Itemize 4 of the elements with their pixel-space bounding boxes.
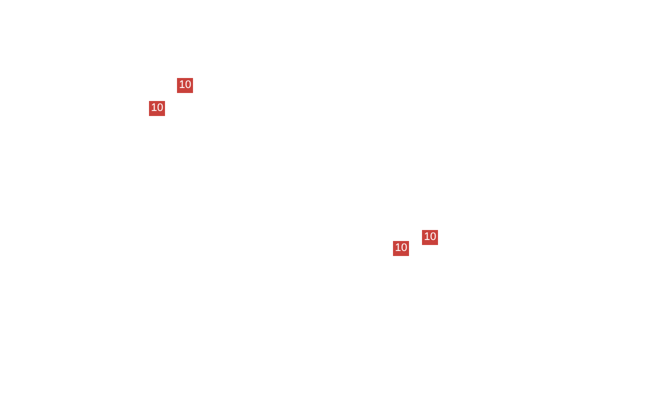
- value-badge: 10: [422, 230, 438, 245]
- value-badge: 10: [393, 241, 410, 256]
- value-badge: 10: [177, 78, 194, 93]
- value-badge: 10: [149, 101, 166, 116]
